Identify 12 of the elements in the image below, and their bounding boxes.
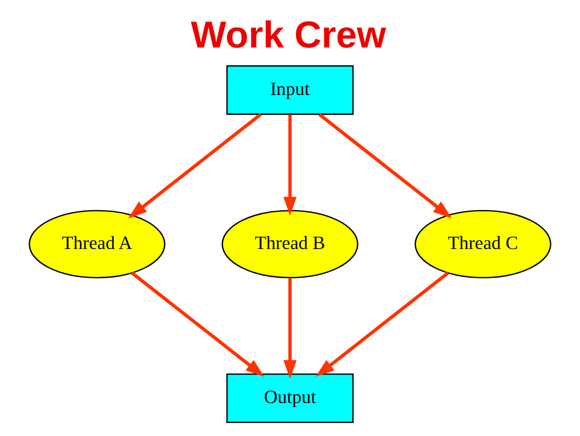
node-box: Output [226,373,354,424]
arrow [128,113,262,218]
node-ellipse: Thread A [28,210,166,278]
arrow [318,113,452,218]
diagram-title: Work Crew [190,14,386,56]
node-box: Input [226,65,354,115]
node-ellipse: Thread C [414,210,552,278]
arrow [283,114,297,216]
arrow [130,272,264,377]
arrow [316,272,450,377]
node-ellipse: Thread B [222,210,358,278]
arrow [283,278,297,379]
